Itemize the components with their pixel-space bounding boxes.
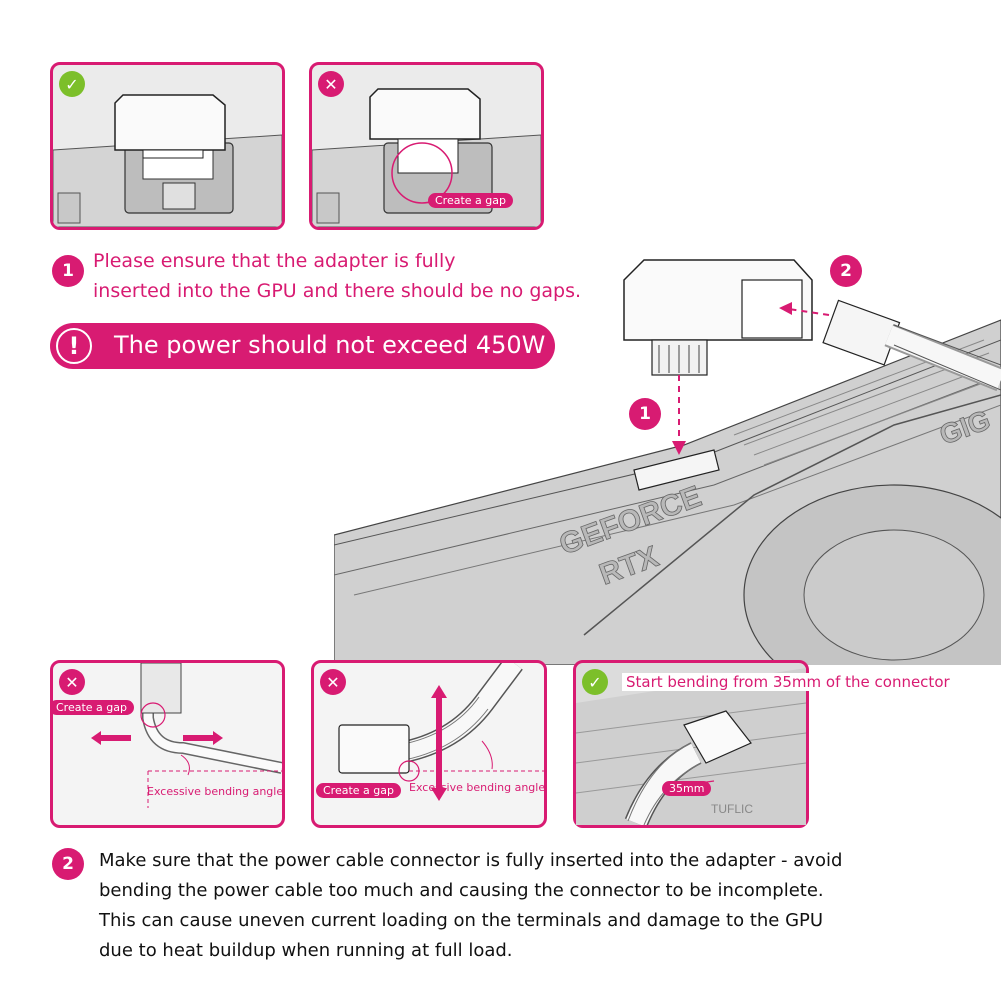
connector-bend-panel: ✕ Create a gap Excessive bending angle — [311, 660, 547, 828]
power-warning-text: The power should not exceed 450W — [114, 331, 546, 359]
gap-tag: Create a gap — [316, 783, 401, 798]
step-2-line-4: due to heat buildup when running at full… — [99, 940, 513, 961]
step-2-line-2: bending the power cable too much and cau… — [99, 880, 824, 901]
power-adapter — [623, 259, 813, 376]
gpu-power-socket — [633, 449, 720, 491]
gap-tag: Create a gap — [428, 193, 513, 208]
gap-insertion-panel: ✕ Create a gap — [309, 62, 544, 230]
diagram-marker-1: 1 — [629, 398, 661, 430]
exclamation-icon: ! — [56, 328, 92, 364]
step-1-text: Please ensure that the adapter is fully … — [93, 246, 581, 306]
step-2-line-3: This can cause uneven current loading on… — [99, 910, 824, 931]
bend-gap-panel: ✕ Create a gap Excessive bending angle — [50, 660, 285, 828]
step-2-text: Make sure that the power cable connector… — [99, 846, 842, 966]
step-2-line-1: Make sure that the power cable connector… — [99, 850, 843, 871]
bend-gap-illustration — [91, 663, 282, 808]
cross-icon: ✕ — [318, 71, 344, 97]
step-1-line-2: inserted into the GPU and there should b… — [93, 280, 582, 302]
measure-35mm-tag: 35mm — [662, 781, 712, 796]
connector-bend-illustration — [338, 663, 544, 801]
correct-bend-panel: TUFLIC ✓ Start bending from 35mm of the … — [573, 660, 954, 828]
cross-icon: ✕ — [59, 669, 85, 695]
correct-insertion-panel: ✓ — [50, 62, 285, 230]
correct-insertion-illustration — [53, 94, 282, 227]
insert-arrow-2 — [788, 308, 830, 316]
svg-text:TUFLIC: TUFLIC — [711, 802, 753, 816]
step-1-number: 1 — [52, 255, 84, 287]
excessive-angle-note: Excessive bending angle — [147, 785, 284, 798]
step-2-number: 2 — [52, 848, 84, 880]
power-cable — [822, 299, 1001, 392]
cross-icon: ✕ — [320, 669, 346, 695]
correct-bend-illustration: TUFLIC — [576, 668, 806, 825]
gap-tag: Create a gap — [53, 700, 134, 715]
excessive-angle-note: Excessive bending angle — [409, 781, 546, 794]
step-1-line-1: Please ensure that the adapter is fully — [93, 250, 456, 272]
power-warning-banner: ! The power should not exceed 450W — [50, 323, 555, 369]
check-icon: ✓ — [582, 669, 608, 695]
gpu-adapter-diagram: GEFORCE RTX GIG — [334, 259, 1001, 665]
check-icon: ✓ — [59, 71, 85, 97]
diagram-marker-2: 2 — [830, 255, 862, 287]
start-bend-note: Start bending from 35mm of the connector — [622, 673, 954, 691]
